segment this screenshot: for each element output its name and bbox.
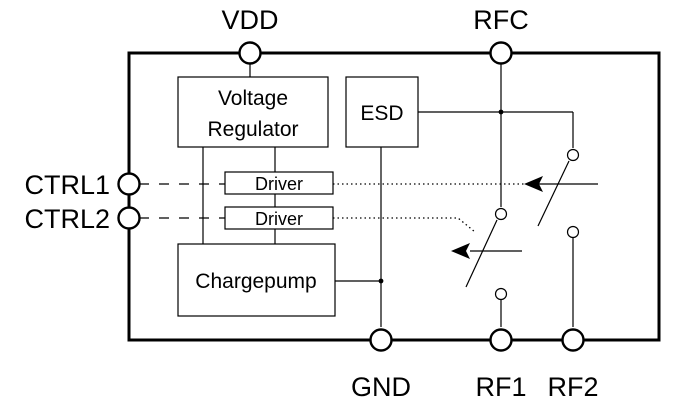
chargepump-label: Chargepump xyxy=(195,270,316,293)
driver-2-label: Driver xyxy=(255,209,303,229)
switch1-arrow-head xyxy=(524,176,543,192)
switch2-blade xyxy=(465,219,498,288)
ctrl2-label: CTRL2 xyxy=(24,204,110,234)
chargepump-block xyxy=(177,243,336,317)
gnd-label: GND xyxy=(351,372,411,402)
voltage-regulator-label-line2: Regulator xyxy=(207,118,298,141)
package-outline xyxy=(127,51,661,342)
ctrl2-pin xyxy=(117,206,141,230)
switch2-contact-top xyxy=(494,207,508,221)
rf2-pin xyxy=(561,328,585,352)
voltage-regulator-block xyxy=(177,76,329,148)
junction-dot xyxy=(378,278,384,284)
rf2-label: RF2 xyxy=(547,372,598,402)
rfc-pin xyxy=(489,41,513,65)
ctrl1-label: CTRL1 xyxy=(24,170,110,200)
esd-block xyxy=(345,76,419,148)
esd-label: ESD xyxy=(360,102,403,125)
vdd-label: VDD xyxy=(221,5,278,35)
ctrl1-pin xyxy=(117,172,141,196)
vdd-pin xyxy=(238,41,262,65)
driver-1-block xyxy=(224,171,334,195)
rfc-label: RFC xyxy=(473,5,529,35)
voltage-regulator-label-line1: Voltage xyxy=(218,87,288,110)
gnd-pin xyxy=(369,328,393,352)
driver2-control-line xyxy=(333,217,476,233)
switch1-blade xyxy=(537,160,570,227)
rf1-pin xyxy=(489,328,513,352)
switch2-arrow-head xyxy=(451,243,470,259)
rf2-contact xyxy=(566,225,580,239)
rf1-contact xyxy=(494,287,508,301)
driver-1-label: Driver xyxy=(255,174,303,194)
switch1-contact-top xyxy=(566,148,580,162)
rf1-label: RF1 xyxy=(475,372,526,402)
